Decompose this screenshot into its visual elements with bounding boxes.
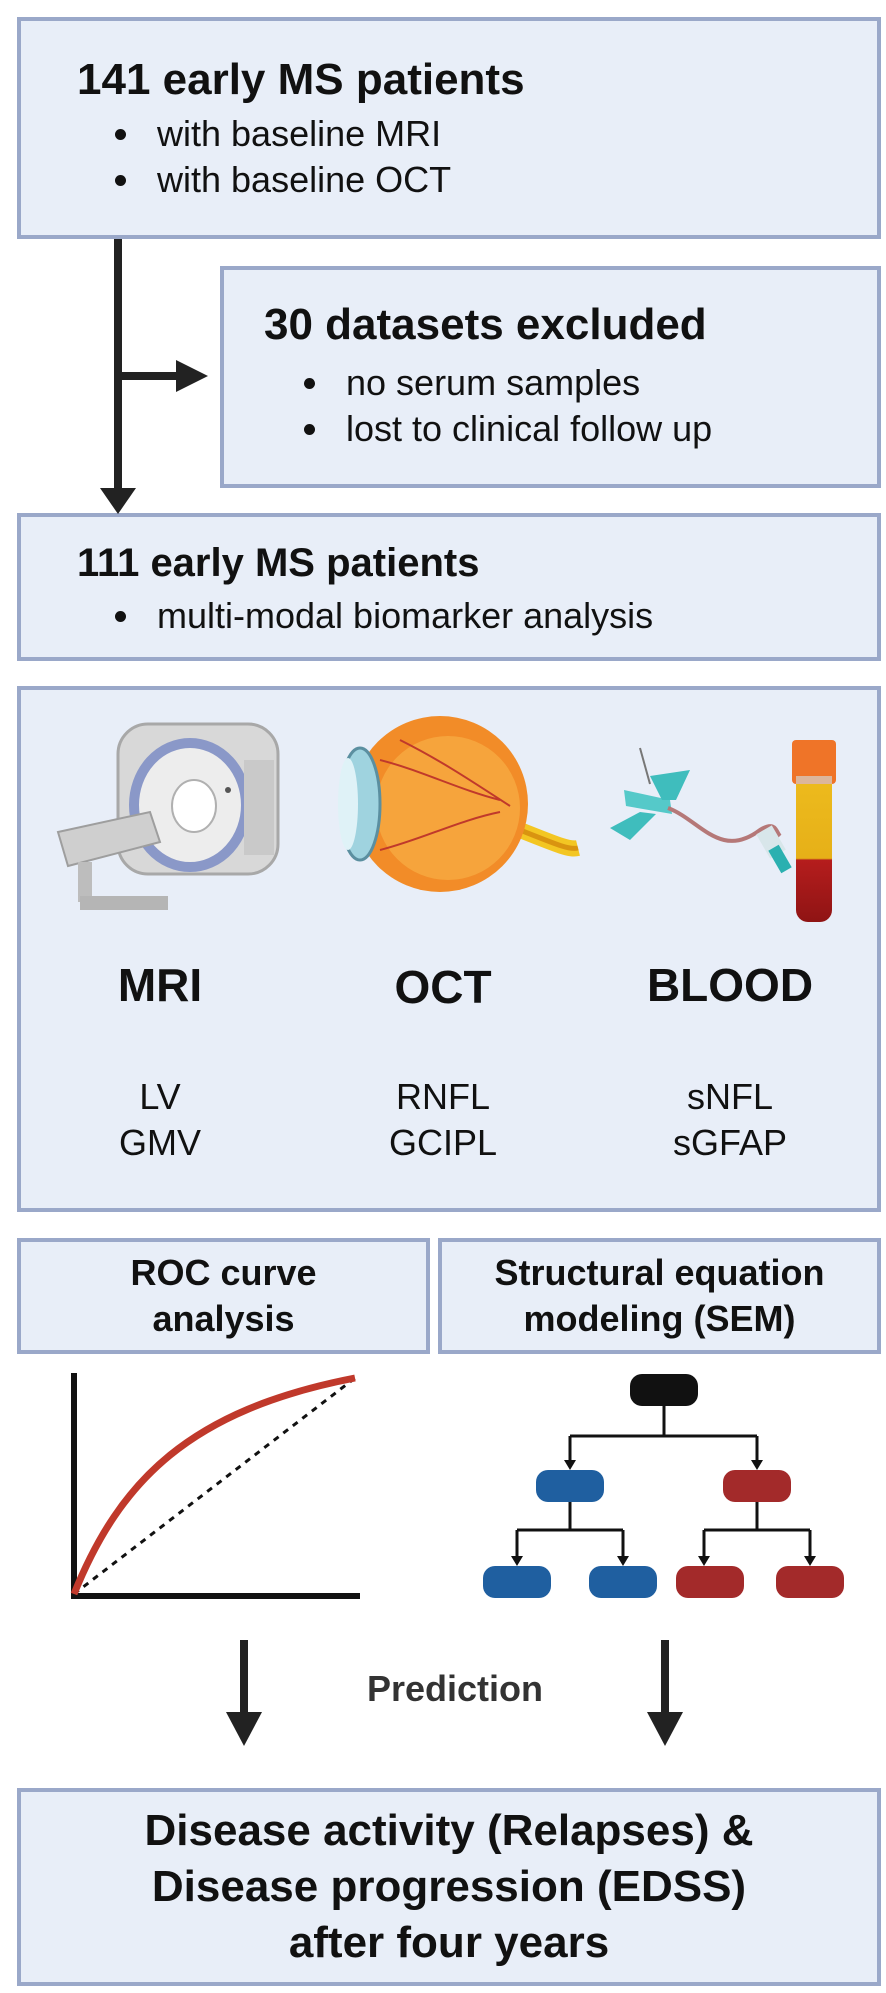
- analysed-bullets: multi-modal biomarker analysis: [111, 593, 653, 639]
- sem-blue-node: [483, 1566, 551, 1598]
- modality-mri-items: LV GMV: [40, 1074, 280, 1166]
- sem-blue-node: [536, 1470, 604, 1502]
- modality-item: sNFL: [686, 1076, 773, 1117]
- bullet-item: with baseline MRI: [111, 111, 451, 157]
- box-enrolled-patients: 141 early MS patients with baseline MRI …: [17, 17, 881, 239]
- modality-item: sGFAP: [672, 1122, 788, 1163]
- arrow-down-head: [100, 488, 136, 514]
- box-analysed-patients: 111 early MS patients multi-modal biomar…: [17, 513, 881, 661]
- modality-blood-items: sNFL sGFAP: [610, 1074, 850, 1166]
- box-outcome: Disease activity (Relapses) & Disease pr…: [17, 1788, 881, 1986]
- modality-item: GMV: [118, 1122, 201, 1163]
- modality-mri-title: MRI: [117, 959, 203, 1011]
- enrolled-bullets: with baseline MRI with baseline OCT: [111, 111, 451, 203]
- modality-oct-title: OCT: [394, 961, 492, 1013]
- roc-curve: [70, 1374, 356, 1596]
- roc-chart-icon: [70, 1373, 360, 1599]
- box-roc-method: ROC curve analysis: [17, 1238, 430, 1354]
- sem-red-node: [776, 1566, 844, 1598]
- flow-arrows: [100, 239, 208, 514]
- mri-scanner-icon: [56, 722, 280, 910]
- enrolled-title: 141 early MS patients: [77, 55, 525, 104]
- bullet-item: with baseline OCT: [111, 157, 451, 203]
- modality-item: LV: [139, 1076, 181, 1117]
- modality-blood-title: BLOOD: [646, 959, 814, 1011]
- prediction-arrows: [226, 1640, 683, 1746]
- excluded-bullets: no serum samples lost to clinical follow…: [300, 360, 712, 452]
- sem-blue-node: [589, 1566, 657, 1598]
- sem-tree-icon: [483, 1374, 844, 1598]
- bullet-item: lost to clinical follow up: [300, 406, 712, 452]
- blood-tube-icon: [610, 740, 836, 922]
- box-sem-method: Structural equation modeling (SEM): [438, 1238, 881, 1354]
- eye-icon: [338, 716, 580, 892]
- bullet-item: no serum samples: [300, 360, 712, 406]
- roc-method-label: ROC curve analysis: [130, 1252, 317, 1339]
- sem-method-label: Structural equation modeling (SEM): [494, 1252, 825, 1339]
- prediction-label: Prediction: [366, 1668, 544, 1709]
- outcome-label: Disease activity (Relapses) & Disease pr…: [144, 1806, 754, 1967]
- analysed-title: 111 early MS patients: [77, 541, 480, 585]
- bullet-item: multi-modal biomarker analysis: [111, 593, 653, 639]
- sem-red-node: [676, 1566, 744, 1598]
- modality-item: GCIPL: [388, 1122, 498, 1163]
- sem-root-node: [630, 1374, 698, 1406]
- modality-item: RNFL: [395, 1076, 490, 1117]
- modality-oct-items: RNFL GCIPL: [323, 1074, 563, 1166]
- box-excluded-datasets: 30 datasets excluded no serum samples lo…: [220, 266, 881, 488]
- sem-red-node: [723, 1470, 791, 1502]
- arrow-right-head: [176, 360, 208, 392]
- excluded-title: 30 datasets excluded: [264, 300, 707, 349]
